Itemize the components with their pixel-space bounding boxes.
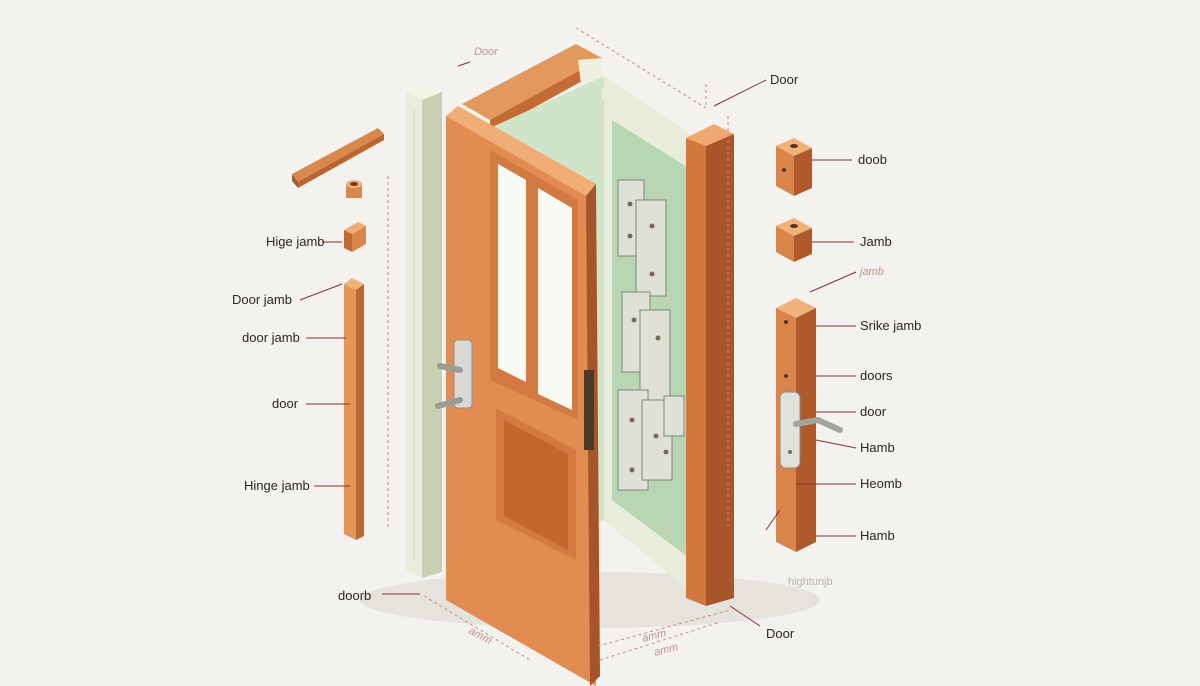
loose-jamb-post [344, 278, 364, 540]
label-door-bottom: Door [766, 626, 795, 641]
label-heomb: Heomb [860, 476, 902, 491]
dimension-lines [387, 27, 731, 661]
label-hightuntb: hightunjb [788, 576, 833, 588]
label-door-right: Door [770, 72, 799, 87]
label-doorb: doorb [338, 588, 372, 603]
label-door-top: Door [474, 46, 498, 58]
part-doob-block [776, 138, 812, 196]
part-jamb-block [776, 218, 812, 262]
loose-wood-block [344, 222, 366, 252]
loose-trim-stick [292, 128, 384, 188]
label-hamb-1: Hamb [860, 440, 895, 455]
loose-round-plug [346, 180, 362, 198]
label-hinge-jamb: Hinge jamb [244, 478, 310, 493]
label-door: door [860, 404, 887, 419]
label-hamb-2: Hamb [860, 528, 895, 543]
label-strike-jamb: Srike jamb [860, 318, 922, 333]
door-lever-handle [435, 339, 473, 409]
hinge-jamb-post [406, 84, 442, 578]
label-doors: doors [860, 368, 893, 383]
door-slab [446, 106, 600, 686]
label-doob: doob [858, 152, 887, 167]
label-door-left: door [272, 396, 299, 411]
strike-hardware [617, 179, 685, 491]
label-hige-jamb: Hige jamb [266, 234, 325, 249]
leader-lines [299, 61, 857, 627]
strike-screw-holes [627, 201, 669, 473]
label-jamb: Jamb [860, 234, 892, 249]
strike-jamb-post [686, 124, 734, 606]
label-door-jamb-1: Door jamb [232, 292, 292, 307]
label-door-jamb-2: door jamb [242, 330, 300, 345]
part-lever-handle [779, 391, 843, 469]
label-jamb-faint: jamb [860, 266, 884, 278]
